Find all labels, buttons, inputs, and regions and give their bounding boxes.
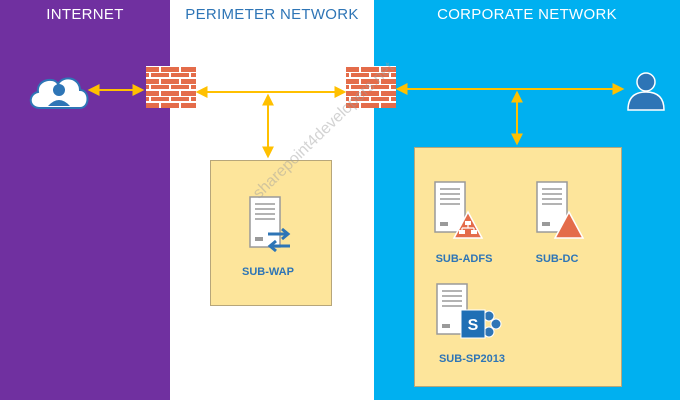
sharepoint-icon: S [460, 309, 502, 339]
corporate-server-box [414, 147, 622, 387]
server-label-wap: SUB-WAP [242, 266, 294, 278]
firewall-icon [346, 66, 396, 108]
adfs-icon [452, 210, 484, 239]
firewall-icon [146, 66, 196, 108]
perimeter-zone-title: PERIMETER NETWORK [185, 6, 359, 23]
server-label-sp: SUB-SP2013 [438, 353, 506, 365]
server-label-dc: SUB-DC [535, 253, 579, 265]
cloud-user-icon [29, 77, 89, 109]
internet-zone-title: INTERNET [46, 6, 124, 23]
svg-text:S: S [468, 317, 479, 334]
server-icon [249, 196, 281, 248]
connectors [87, 83, 625, 159]
server-label-adfs: SUB-ADFS [435, 253, 493, 265]
internet-zone: INTERNET [0, 0, 170, 400]
corporate-zone-title: CORPORATE NETWORK [437, 6, 617, 23]
dc-icon [553, 210, 585, 239]
exchange-arrows-icon [267, 227, 291, 253]
user-icon [627, 72, 665, 111]
